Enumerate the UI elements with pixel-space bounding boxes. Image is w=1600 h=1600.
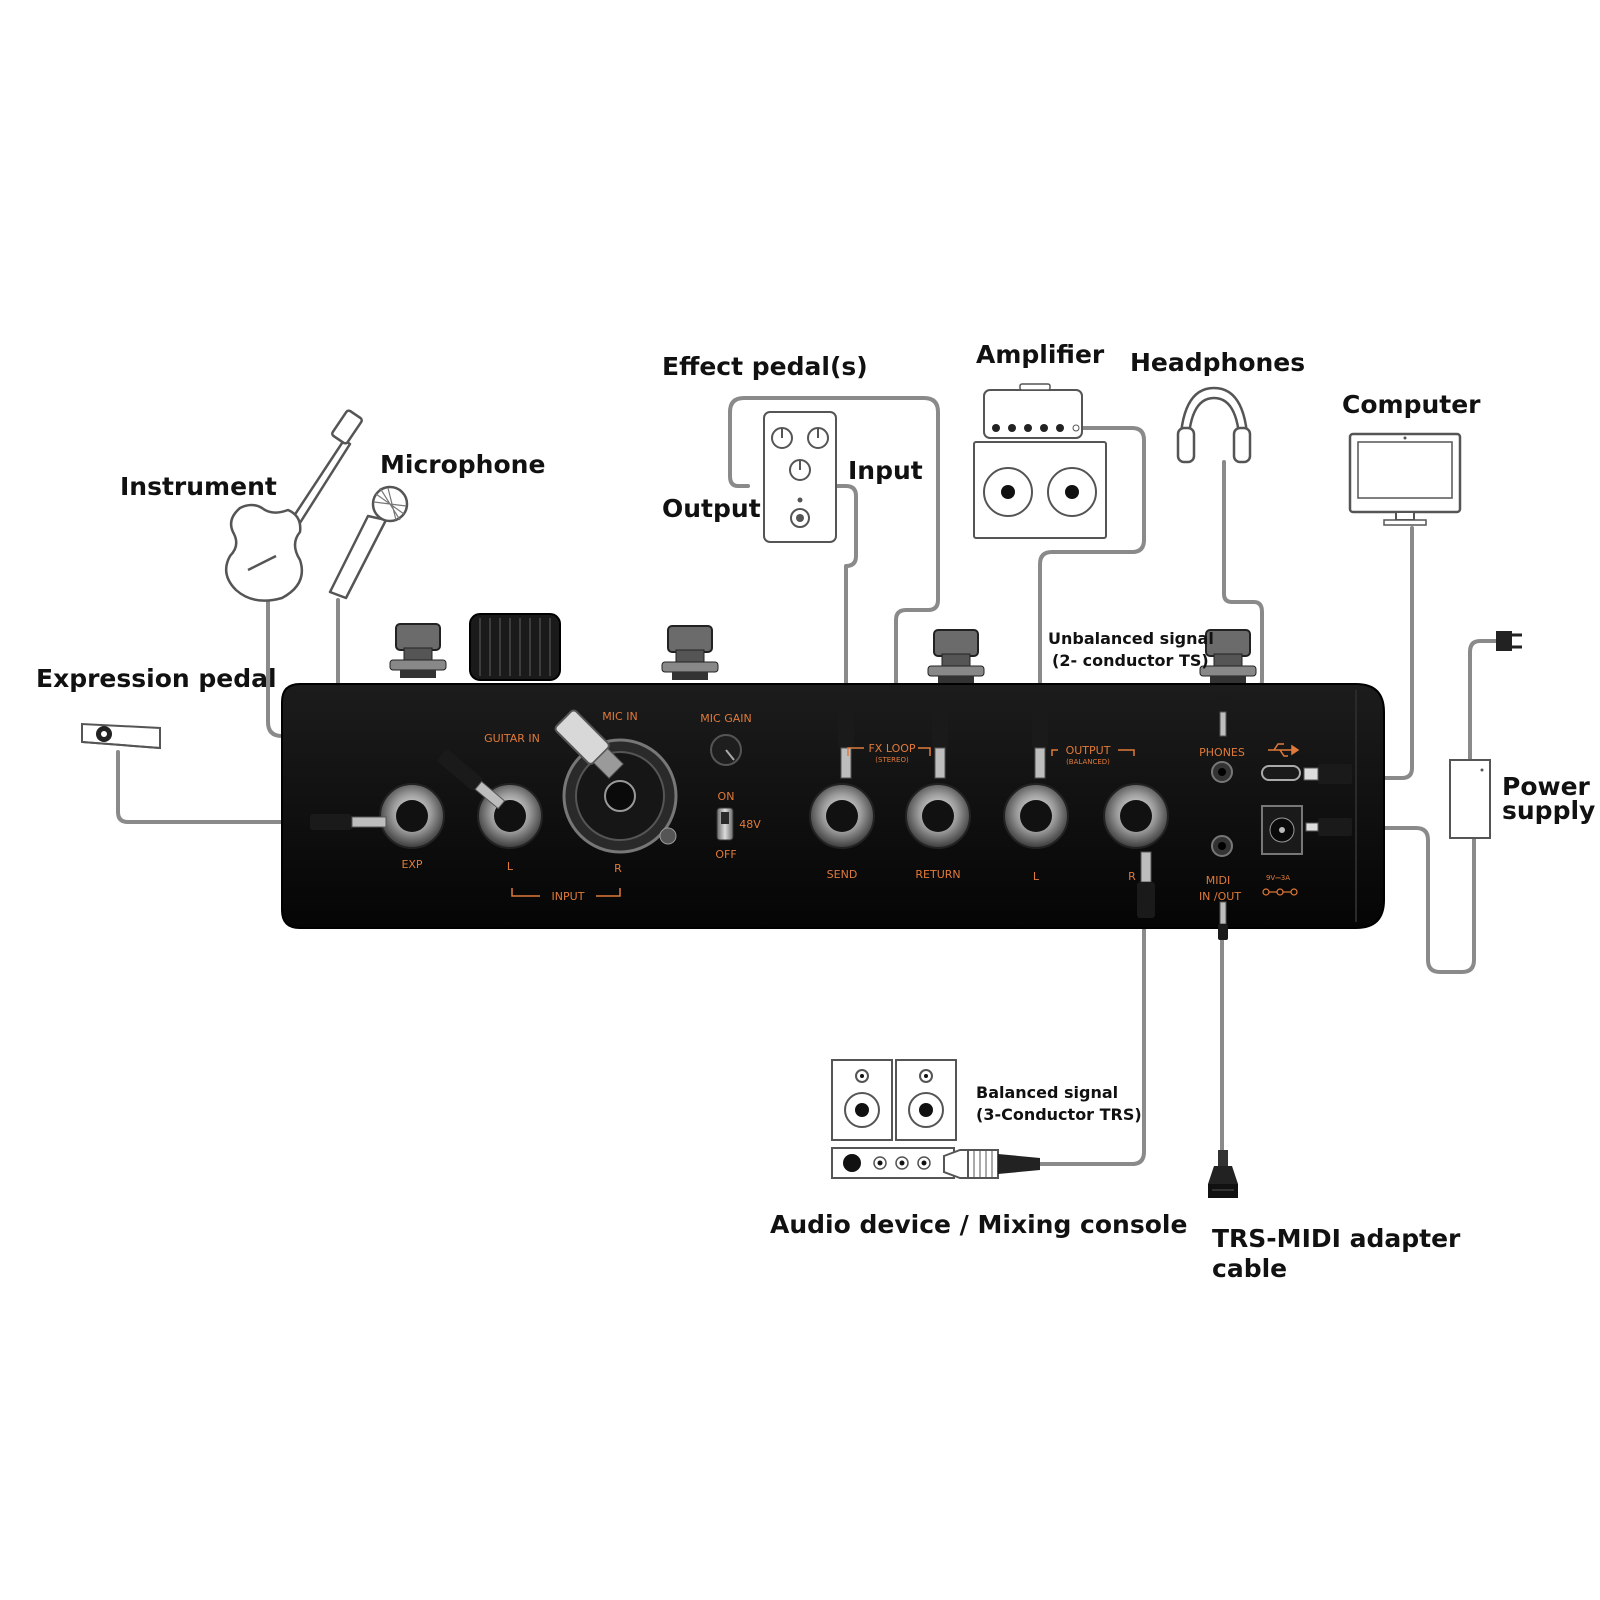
exp-plug bbox=[310, 814, 387, 830]
unbalanced-signal-label: Unbalanced signal bbox=[1048, 629, 1214, 648]
usb-port bbox=[1261, 765, 1301, 781]
balanced-label: (BALANCED) bbox=[1066, 758, 1110, 766]
power-supply-icon bbox=[1449, 631, 1522, 839]
expression-pedal-icon bbox=[81, 722, 161, 750]
fx-loop-bracket bbox=[847, 747, 931, 756]
input-bracket bbox=[511, 888, 621, 897]
48v-label: 48V bbox=[739, 818, 761, 831]
power-cable-bottom bbox=[1350, 826, 1476, 974]
footswitch-3 bbox=[927, 629, 985, 684]
output-l-jack bbox=[1003, 783, 1069, 849]
output-label: OUTPUT bbox=[1066, 744, 1111, 757]
balanced-signal-label: Balanced signal bbox=[976, 1083, 1119, 1102]
fx-loop-label: FX LOOP bbox=[868, 742, 915, 755]
audio-device-label: Audio device / Mixing console bbox=[770, 1210, 1188, 1239]
output-l-plug bbox=[1032, 706, 1048, 779]
microphone-label: Microphone bbox=[380, 450, 546, 479]
microphone-icon bbox=[328, 485, 409, 600]
send-plug bbox=[838, 706, 854, 779]
computer-icon bbox=[1348, 432, 1462, 526]
mic-in-combo-jack bbox=[562, 738, 678, 854]
usb-plug bbox=[1303, 764, 1352, 784]
midi-label: MIDI bbox=[1206, 874, 1230, 887]
footswitch-4 bbox=[1199, 629, 1257, 684]
expression-pedal-label: Expression pedal bbox=[36, 664, 277, 693]
in-out-label: IN /OUT bbox=[1199, 890, 1241, 903]
input-r-label: R bbox=[614, 862, 622, 875]
effect-pedals-label: Effect pedal(s) bbox=[662, 352, 868, 381]
output-label: Output bbox=[662, 494, 761, 523]
effect-pedal-icon bbox=[763, 411, 837, 543]
guitar-icon bbox=[224, 409, 363, 602]
on-label: ON bbox=[718, 790, 735, 803]
midi-plug bbox=[1218, 901, 1228, 940]
power-supply-label-2: supply bbox=[1502, 796, 1596, 825]
return-plug bbox=[932, 706, 948, 779]
return-label: RETURN bbox=[915, 868, 960, 881]
input-label: INPUT bbox=[552, 890, 585, 903]
dc-power-jack bbox=[1261, 805, 1303, 855]
trs-midi-label-2: cable bbox=[1212, 1254, 1288, 1283]
usb-icon bbox=[1268, 743, 1300, 757]
midi-adapter-icon bbox=[1208, 1150, 1238, 1198]
input-l-label: L bbox=[507, 860, 514, 873]
computer-cable bbox=[1350, 526, 1414, 780]
effect-input-cable bbox=[834, 484, 858, 714]
fx-send-jack bbox=[809, 783, 875, 849]
amplifier-icon bbox=[973, 383, 1107, 539]
fx-return-jack bbox=[905, 783, 971, 849]
unbalanced-signal-detail: (2- conductor TS) bbox=[1052, 651, 1209, 670]
exp-jack bbox=[379, 783, 445, 849]
panel-labels: EXP GUITAR IN MIC IN MIC GAIN ON 48V OFF… bbox=[401, 710, 1300, 903]
phones-jack bbox=[1211, 761, 1233, 783]
amplifier-label: Amplifier bbox=[976, 340, 1105, 369]
footswitches bbox=[389, 613, 1257, 684]
midi-jack bbox=[1211, 835, 1233, 857]
guitar-in-label: GUITAR IN bbox=[484, 732, 540, 745]
power-cable-top bbox=[1468, 639, 1499, 762]
amplifier-cable bbox=[1038, 426, 1146, 714]
exp-label: EXP bbox=[401, 858, 422, 871]
footswitch-2 bbox=[661, 625, 719, 680]
output-r-plug bbox=[1137, 851, 1155, 918]
mic-in-label: MIC IN bbox=[602, 710, 637, 723]
footswitch-1 bbox=[389, 623, 447, 678]
instrument-label: Instrument bbox=[120, 472, 277, 501]
output-bracket bbox=[1051, 749, 1135, 756]
output-r-label: R bbox=[1128, 870, 1136, 883]
xlr-plug bbox=[554, 709, 624, 779]
output-r-jack bbox=[1103, 783, 1169, 849]
stereo-label: (STEREO) bbox=[875, 756, 909, 764]
phones-plug bbox=[1218, 696, 1228, 737]
xlr-connector-icon bbox=[943, 1149, 1040, 1179]
speakers-icon bbox=[831, 1059, 957, 1141]
mic-gain-knob bbox=[710, 734, 742, 766]
dc-plug bbox=[1305, 818, 1352, 836]
send-label: SEND bbox=[827, 868, 858, 881]
gain-knob bbox=[469, 613, 561, 681]
mic-gain-label: MIC GAIN bbox=[700, 712, 751, 725]
mixer-icon bbox=[831, 1147, 955, 1179]
phantom-switch bbox=[716, 807, 734, 841]
off-label: OFF bbox=[715, 848, 736, 861]
guitar-plug bbox=[437, 749, 506, 810]
headphones-icon bbox=[1176, 386, 1252, 464]
power-rating-label: 9V⎓3A bbox=[1266, 874, 1290, 882]
phones-label: PHONES bbox=[1199, 746, 1245, 759]
dc-polarity-icon bbox=[1262, 888, 1298, 896]
output-l-label: L bbox=[1033, 870, 1040, 883]
trs-midi-label-1: TRS-MIDI adapter bbox=[1212, 1224, 1461, 1253]
jacks bbox=[379, 734, 1303, 857]
input-label: Input bbox=[848, 456, 923, 485]
balanced-signal-detail: (3-Conductor TRS) bbox=[976, 1105, 1142, 1124]
headphones-label: Headphones bbox=[1130, 348, 1306, 377]
power-supply-label-1: Power bbox=[1502, 772, 1590, 801]
expression-pedal-cable bbox=[116, 750, 312, 824]
balanced-cable bbox=[1038, 888, 1146, 1166]
computer-label: Computer bbox=[1342, 390, 1481, 419]
plugs bbox=[310, 696, 1352, 940]
